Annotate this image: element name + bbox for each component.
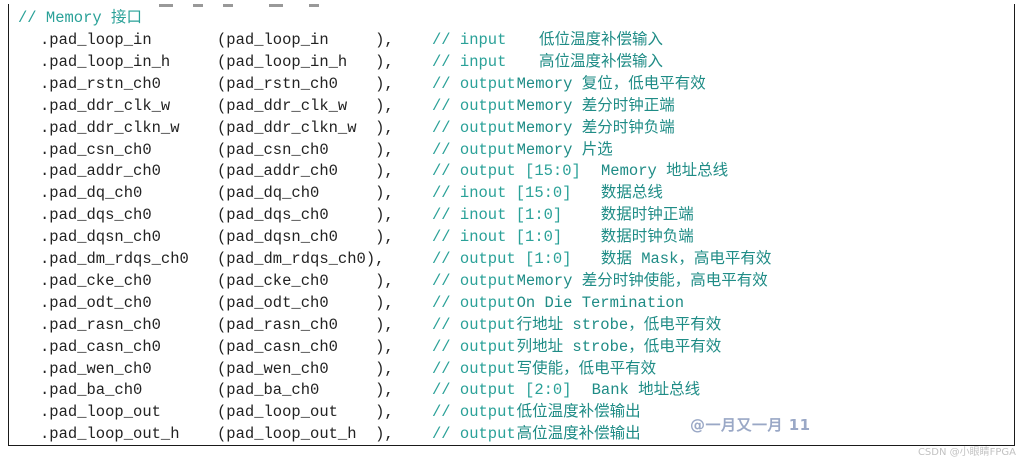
port-name: .pad_rasn_ch0	[40, 315, 161, 334]
description: 行地址 strobe，低电平有效	[516, 315, 722, 334]
signal-name: (pad_loop_in ),	[217, 31, 394, 49]
signal-name: (pad_dqsn_ch0 ),	[217, 228, 394, 247]
signal-name: (pad_ddr_clk_w ),	[217, 96, 394, 115]
description: Memory 地址总线	[582, 162, 729, 181]
port-name: .pad_ddr_clk_w	[40, 96, 171, 115]
direction-comment: // output	[432, 359, 516, 378]
signal-name: (pad_addr_ch0 ),	[217, 162, 394, 181]
direction-comment: // output [1:0]	[432, 250, 572, 268]
description: Memory 差分时钟负端	[516, 118, 675, 137]
direction-comment: // output	[432, 271, 516, 290]
port-name: .pad_cke_ch0	[40, 271, 152, 290]
description: 数据时钟正端	[563, 206, 694, 225]
author-watermark: @一月又一月 11	[690, 416, 811, 434]
signal-name: (pad_wen_ch0 ),	[217, 359, 394, 378]
top-marks	[159, 4, 339, 7]
direction-comment: // output	[432, 315, 516, 334]
direction-comment: // output	[432, 403, 516, 422]
port-name: .pad_addr_ch0	[40, 162, 161, 181]
signal-name: (pad_ba_ch0 ),	[217, 381, 394, 400]
description: Memory 复位，低电平有效	[516, 74, 706, 93]
port-name: .pad_loop_out	[40, 403, 161, 422]
direction-comment: // input	[432, 31, 507, 49]
signal-name: (pad_dqs_ch0 ),	[217, 206, 394, 225]
signal-name: (pad_csn_ch0 ),	[217, 140, 394, 159]
description: 数据总线	[573, 184, 663, 203]
port-name: .pad_dq_ch0	[40, 184, 143, 203]
direction-comment: // output	[432, 425, 516, 444]
direction-comment: // inout [1:0]	[432, 206, 563, 225]
direction-comment: // input	[432, 52, 507, 71]
description: 列地址 strobe，低电平有效	[516, 337, 722, 356]
port-name: .pad_casn_ch0	[40, 337, 161, 356]
header-comment: // Memory 接口	[18, 9, 143, 27]
description: 写使能，低电平有效	[516, 359, 657, 378]
direction-comment: // inout [15:0]	[432, 184, 572, 203]
signal-name: (pad_loop_out ),	[217, 403, 394, 422]
signal-name: (pad_odt_ch0 ),	[217, 293, 394, 312]
description: Memory 差分时钟正端	[516, 96, 675, 115]
signal-name: (pad_dq_ch0 ),	[217, 184, 394, 203]
direction-comment: // output	[432, 140, 516, 159]
port-name: .pad_csn_ch0	[40, 140, 152, 159]
direction-comment: // output	[432, 96, 516, 115]
description: 低位温度补偿输出	[516, 403, 641, 422]
port-name: .pad_wen_ch0	[40, 359, 152, 378]
signal-name: (pad_rstn_ch0 ),	[217, 74, 394, 93]
direction-comment: // output	[432, 118, 516, 137]
port-name: .pad_odt_ch0	[40, 293, 152, 312]
port-name: .pad_loop_in_h	[40, 52, 171, 71]
direction-comment: // inout [1:0]	[432, 228, 563, 247]
direction-comment: // output	[432, 293, 516, 312]
description: 高位温度补偿输出	[516, 425, 641, 444]
description: 数据时钟负端	[563, 228, 694, 247]
description: 低位温度补偿输入	[539, 31, 664, 49]
signal-name: (pad_loop_in_h ),	[217, 52, 394, 71]
description: 数据 Mask，高电平有效	[573, 250, 772, 268]
port-name: .pad_dm_rdqs_ch0	[40, 250, 189, 268]
description: Bank 地址总线	[573, 381, 701, 400]
direction-comment: // output	[432, 74, 516, 93]
description: Memory 片选	[516, 140, 613, 159]
description: 高位温度补偿输入	[539, 52, 664, 71]
direction-comment: // output [2:0]	[432, 381, 572, 400]
signal-name: (pad_casn_ch0 ),	[217, 337, 394, 356]
port-name: .pad_rstn_ch0	[40, 74, 161, 93]
csdn-credit: CSDN @小眼睛FPGA	[917, 447, 1016, 458]
signal-name: (pad_rasn_ch0 ),	[217, 315, 394, 334]
signal-name: (pad_cke_ch0 ),	[217, 271, 394, 290]
port-name: .pad_loop_out_h	[40, 425, 180, 444]
code-frame	[8, 4, 1015, 446]
port-name: .pad_dqs_ch0	[40, 206, 152, 225]
signal-name: (pad_ddr_clkn_w ),	[217, 118, 394, 137]
port-name: .pad_loop_in	[40, 31, 152, 49]
direction-comment: // output [15:0]	[432, 162, 581, 181]
signal-name: (pad_loop_out_h ),	[217, 425, 394, 444]
signal-name: (pad_dm_rdqs_ch0),	[217, 250, 385, 268]
port-name: .pad_ddr_clkn_w	[40, 118, 180, 137]
port-name: .pad_ba_ch0	[40, 381, 143, 400]
description: On Die Termination	[516, 293, 685, 312]
port-name: .pad_dqsn_ch0	[40, 228, 161, 247]
description: Memory 差分时钟使能，高电平有效	[516, 271, 768, 290]
direction-comment: // output	[432, 337, 516, 356]
